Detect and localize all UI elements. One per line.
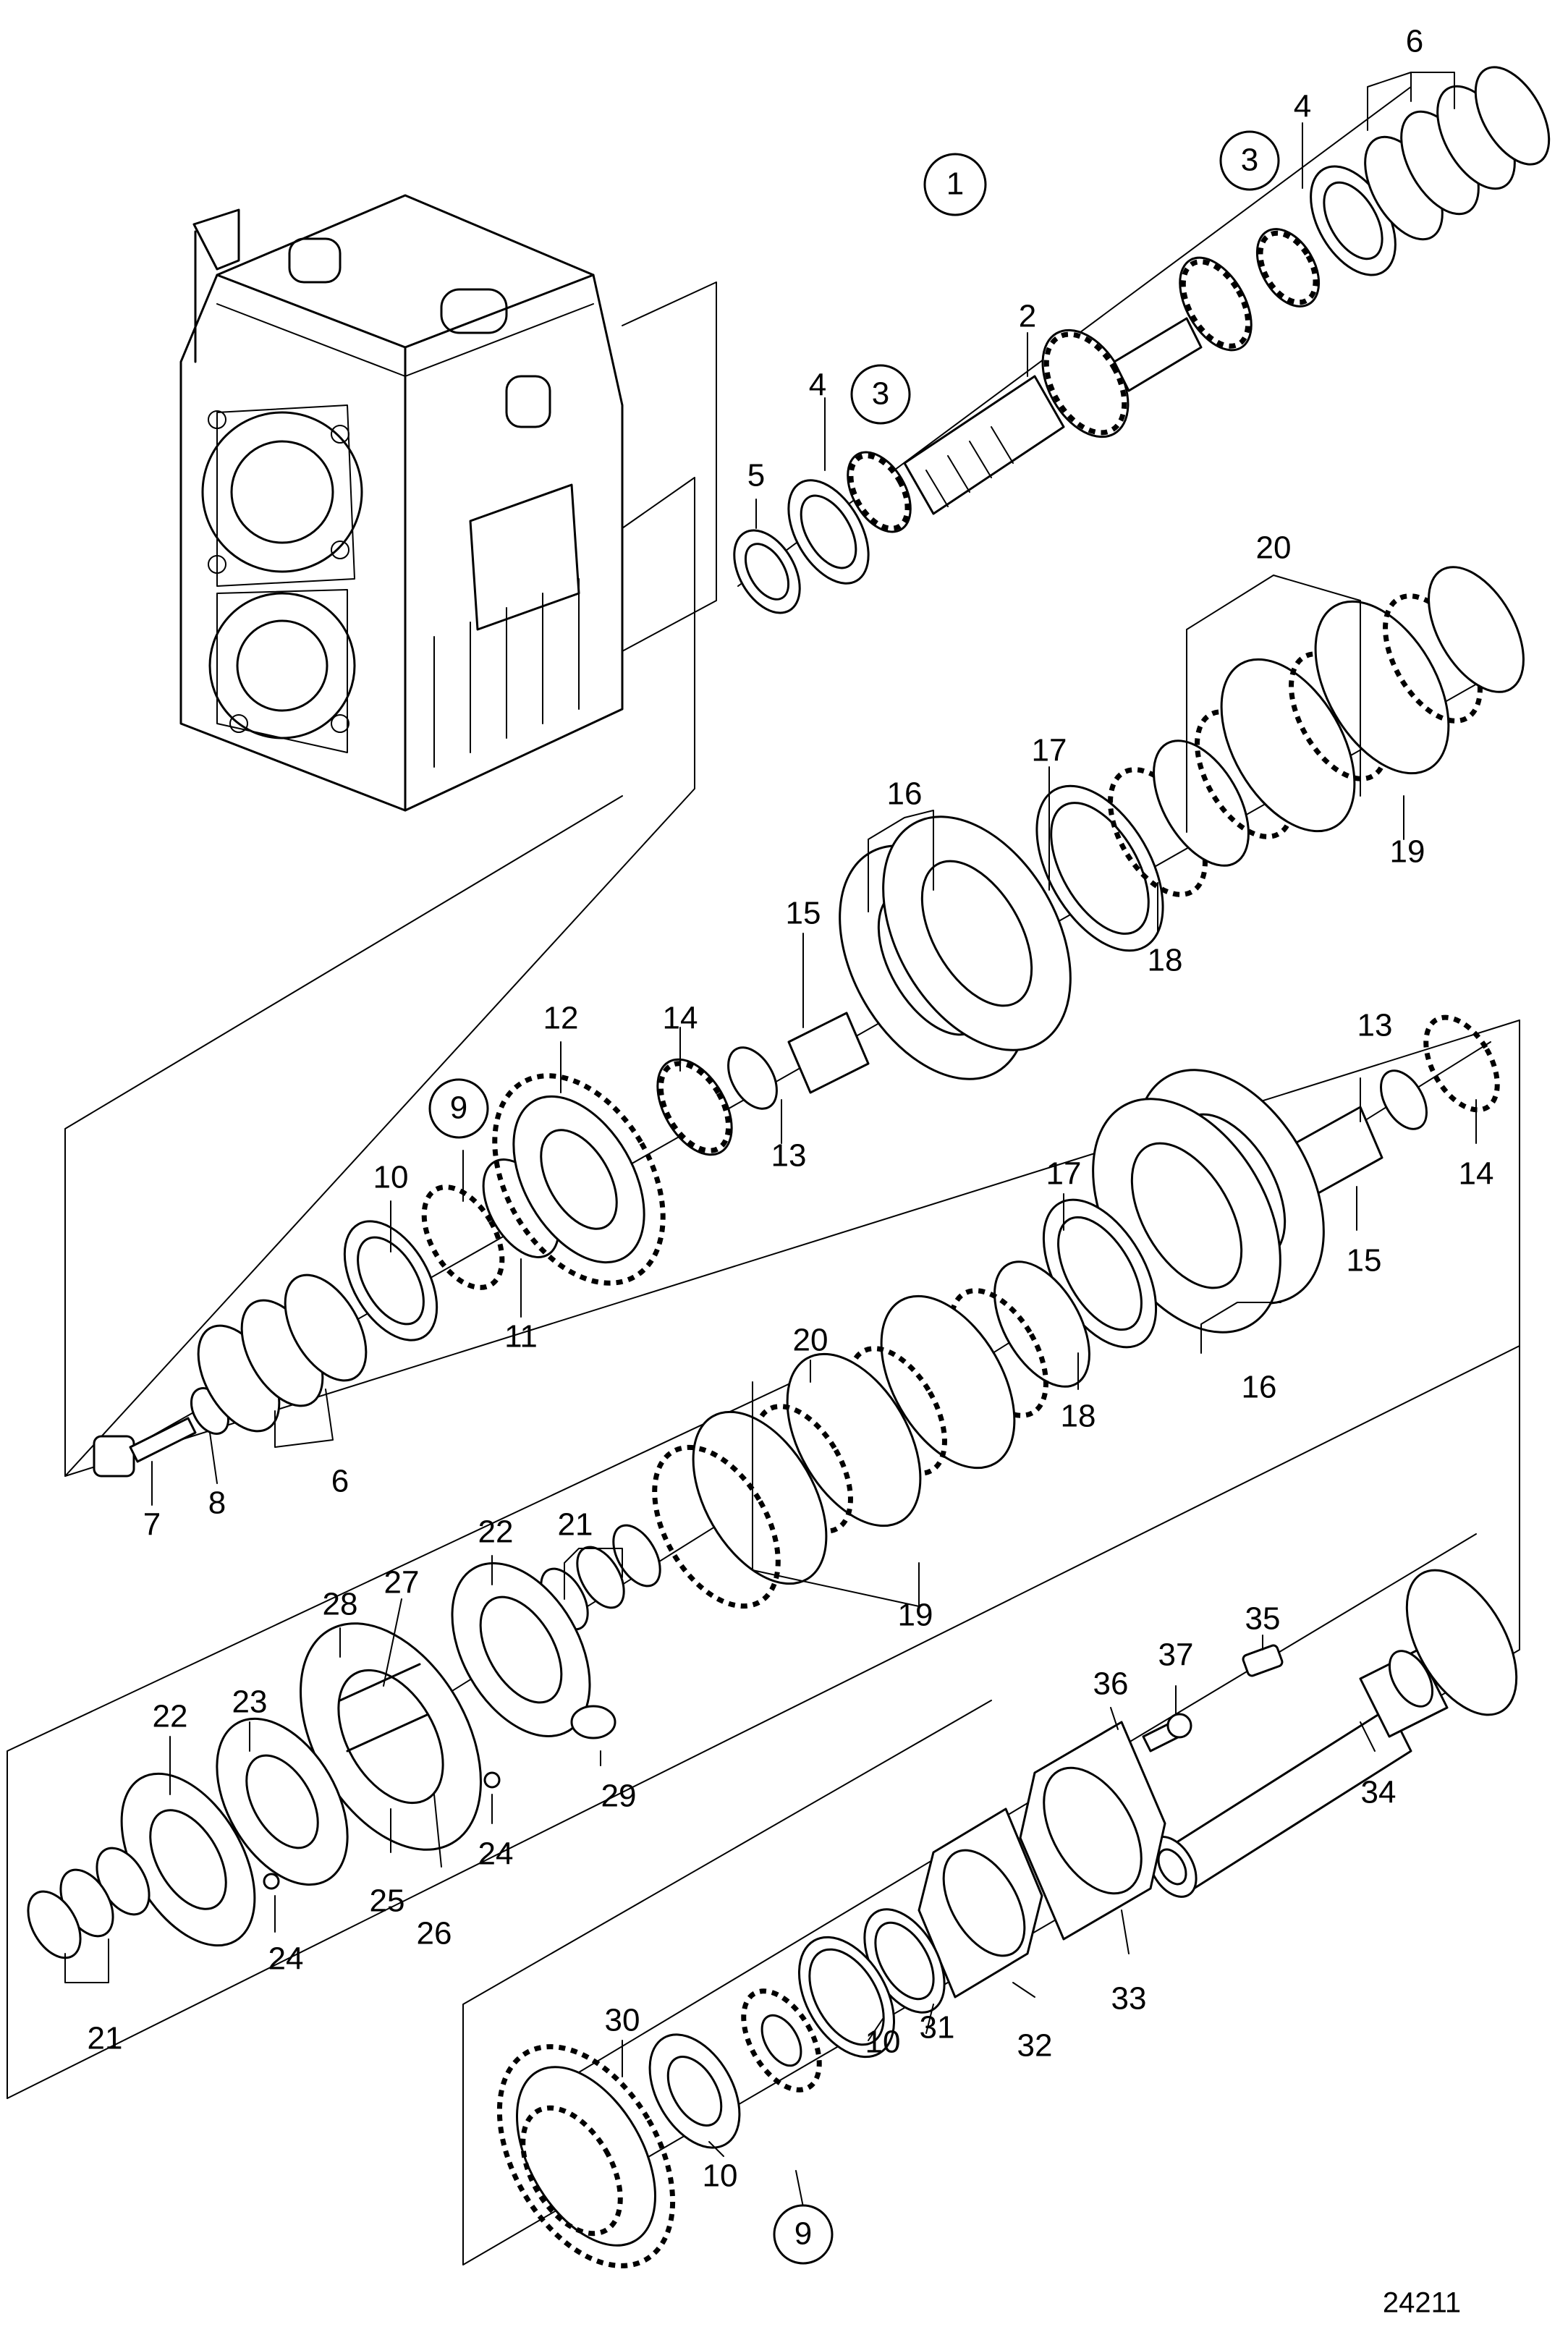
reverse-clutch-group xyxy=(27,1014,1500,1959)
callout-circle-9-mid xyxy=(428,1078,489,1139)
callout-15-mid: 15 xyxy=(786,896,821,931)
callout-10-bottom-left: 10 xyxy=(703,2158,738,2194)
callout-14-mid: 14 xyxy=(663,1001,698,1036)
callout-2: 2 xyxy=(1019,299,1036,334)
callout-36: 36 xyxy=(1093,1666,1129,1702)
callout-19-mid: 19 xyxy=(1390,834,1425,870)
callout-23: 23 xyxy=(232,1684,268,1720)
callout-18-mid: 18 xyxy=(1148,943,1183,978)
callout-11: 11 xyxy=(504,1319,538,1355)
callout-10-bottom-right: 10 xyxy=(865,2025,901,2060)
callout-20-mid: 20 xyxy=(1256,530,1292,566)
callout-20-lower: 20 xyxy=(793,1323,829,1358)
callout-9-mid: 9 xyxy=(450,1090,467,1126)
callout-18-lower: 18 xyxy=(1061,1399,1096,1434)
callout-8: 8 xyxy=(208,1485,226,1521)
callout-32: 32 xyxy=(1017,2028,1053,2064)
callout-16-mid: 16 xyxy=(887,776,923,812)
callout-17-mid: 17 xyxy=(1032,733,1067,768)
callout-24-lower: 24 xyxy=(268,1941,304,1977)
callout-7: 7 xyxy=(143,1507,161,1543)
callout-30: 30 xyxy=(605,2003,640,2038)
callout-22-upper: 22 xyxy=(478,1514,514,1550)
callout-17-lower: 17 xyxy=(1046,1156,1082,1192)
callout-circle-1 xyxy=(923,153,987,216)
callout-5: 5 xyxy=(747,458,765,493)
callout-22-lower: 22 xyxy=(153,1699,188,1734)
callout-25: 25 xyxy=(370,1883,405,1919)
callout-27: 27 xyxy=(384,1565,420,1601)
callout-24-upper: 24 xyxy=(478,1836,514,1872)
callout-19-lower: 19 xyxy=(898,1598,933,1633)
callout-26: 26 xyxy=(417,1916,452,1951)
callout-6-top: 6 xyxy=(1406,24,1423,59)
callout-14-lower: 14 xyxy=(1459,1156,1494,1192)
callout-29: 29 xyxy=(601,1779,637,1814)
callout-33: 33 xyxy=(1111,1981,1147,2017)
callout-15-lower: 15 xyxy=(1347,1243,1382,1279)
callout-21-upper: 21 xyxy=(558,1507,593,1543)
callout-35: 35 xyxy=(1245,1601,1281,1637)
callout-37: 37 xyxy=(1158,1637,1194,1673)
callout-circle-9-bottom xyxy=(773,2204,834,2265)
output-shaft-group xyxy=(496,1533,1518,2268)
callout-12: 12 xyxy=(543,1001,579,1036)
callout-10-mid: 10 xyxy=(373,1160,409,1195)
callout-13-lower: 13 xyxy=(1357,1008,1393,1043)
callout-markers: 1 2 3 3 4 4 5 6 6 7 8 9 9 10 10 10 11 12… xyxy=(88,24,1494,2319)
callout-circle-3-lower xyxy=(850,364,911,425)
callout-16-lower: 16 xyxy=(1242,1370,1277,1405)
reference-frames xyxy=(7,281,1520,2265)
callout-3-lower: 3 xyxy=(872,376,889,412)
callout-leaders xyxy=(64,72,1477,2208)
callout-28: 28 xyxy=(323,1587,358,1622)
callout-13-mid: 13 xyxy=(771,1138,807,1174)
callout-21-lower: 21 xyxy=(88,2021,123,2056)
callout-circle-3-top xyxy=(1219,130,1280,191)
callout-31: 31 xyxy=(920,2010,955,2046)
callout-6-mid: 6 xyxy=(331,1464,349,1499)
callout-3-top: 3 xyxy=(1241,143,1258,178)
input-shaft-group xyxy=(733,66,1551,614)
callout-4-top: 4 xyxy=(1294,89,1311,124)
callout-1: 1 xyxy=(946,166,964,202)
drawing-reference-number: 24211 xyxy=(1383,2287,1461,2319)
callout-9-bottom: 9 xyxy=(794,2216,812,2252)
callout-4-lower: 4 xyxy=(809,368,826,403)
gearbox-housing xyxy=(179,194,624,812)
callout-34: 34 xyxy=(1361,1775,1397,1810)
forward-clutch-group xyxy=(93,566,1525,1478)
